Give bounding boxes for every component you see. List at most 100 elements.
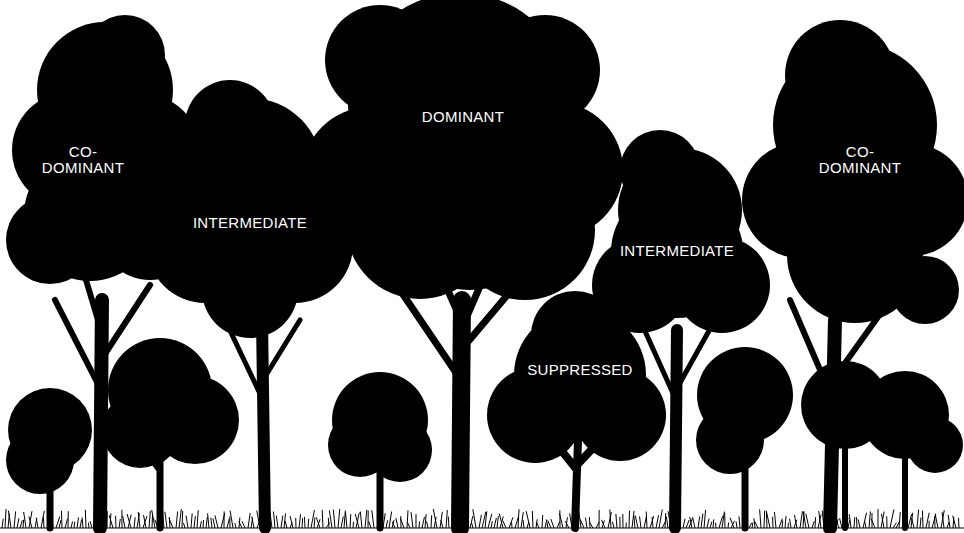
grass-blade xyxy=(472,523,473,528)
grass-blade xyxy=(5,509,6,528)
grass-blade xyxy=(523,520,525,528)
grass-blade xyxy=(646,512,648,528)
grass-blade xyxy=(104,516,106,528)
grass-blade xyxy=(551,519,554,528)
grass-blade xyxy=(788,523,789,528)
grass-blade xyxy=(95,523,96,528)
grass-blade xyxy=(59,520,61,528)
grass-blade xyxy=(752,523,754,528)
grass-blade xyxy=(912,518,914,528)
grass-blade xyxy=(123,516,125,528)
grass-blade xyxy=(127,514,131,528)
grass-blade xyxy=(590,522,593,528)
grass-blade xyxy=(96,519,98,528)
grass-blade xyxy=(672,522,674,528)
grass-blade xyxy=(689,518,693,528)
grass-blade xyxy=(389,511,392,528)
grass-blade xyxy=(570,513,572,528)
grass-blade xyxy=(503,521,506,528)
grass-blade xyxy=(401,518,404,528)
grass-blade xyxy=(947,522,949,528)
grass-blade xyxy=(422,517,424,528)
grass-blade xyxy=(224,511,225,528)
grass-blade xyxy=(149,511,150,528)
grass-blade xyxy=(886,516,887,528)
grass-blade xyxy=(85,510,87,528)
grass-blade xyxy=(565,521,569,528)
grass xyxy=(2,509,959,528)
tree-trunks xyxy=(0,240,964,528)
grass-blade xyxy=(812,521,814,528)
grass-blade xyxy=(612,522,614,528)
grass-blade xyxy=(463,521,467,528)
grass-blade xyxy=(121,510,122,528)
grass-blade xyxy=(454,513,455,528)
grass-blade xyxy=(341,516,343,528)
grass-blade xyxy=(629,511,631,528)
grass-blade xyxy=(448,516,450,528)
grass-blade xyxy=(602,520,605,528)
grass-blade xyxy=(722,512,724,528)
grass-blade xyxy=(206,517,207,528)
grass-blade xyxy=(252,516,254,528)
grass-blade xyxy=(674,511,677,528)
grass-blade xyxy=(941,510,944,528)
grass-blade xyxy=(458,516,459,528)
grass-blade xyxy=(316,517,320,528)
grass-blade xyxy=(88,523,90,528)
grass-blade xyxy=(369,521,371,528)
grass-blade xyxy=(634,516,635,528)
grass-blade xyxy=(659,510,662,528)
grass-blade xyxy=(109,515,113,528)
grass-blade xyxy=(368,511,369,528)
grass-blade xyxy=(958,518,959,528)
grass-blade xyxy=(29,511,32,528)
grass-blade xyxy=(353,522,354,528)
grass-blade xyxy=(616,514,617,528)
grass-blade xyxy=(585,518,587,528)
grass-blade xyxy=(407,522,410,528)
grass-blade xyxy=(36,518,38,528)
grass-blade xyxy=(65,519,68,528)
grass-blade xyxy=(276,516,278,528)
grass-blade xyxy=(690,517,692,528)
grass-blade xyxy=(360,511,362,528)
grass-blade xyxy=(372,510,374,528)
grass-blade xyxy=(183,523,185,528)
grass-blade xyxy=(926,513,929,528)
grass-blade xyxy=(902,514,905,528)
grass-blade xyxy=(230,511,233,528)
grass-blade xyxy=(521,512,523,528)
grass-blade xyxy=(350,514,352,528)
grass-blade xyxy=(754,518,755,528)
crown-class-text: CO- DOMINANT xyxy=(819,144,901,177)
grass-blade xyxy=(470,516,473,528)
grass-blade xyxy=(23,520,25,528)
grass-blade xyxy=(548,520,551,528)
grass-blade xyxy=(652,517,654,528)
grass-blade xyxy=(836,521,839,528)
grass-blade xyxy=(215,515,218,528)
grass-blade xyxy=(115,516,116,528)
grass-blade xyxy=(610,510,611,528)
grass-blade xyxy=(441,520,443,528)
grass-blade xyxy=(650,516,654,528)
grass-blade xyxy=(715,523,716,528)
crown-class-label: INTERMEDIATE xyxy=(620,243,734,260)
grass-blade xyxy=(760,509,761,528)
grass-blade xyxy=(836,519,838,528)
grass-blade xyxy=(518,509,519,528)
grass-blade xyxy=(383,513,385,528)
grass-blade xyxy=(229,516,230,528)
grass-blade xyxy=(431,515,433,528)
crown-class-text: DOMINANT xyxy=(422,109,504,126)
grass-blade xyxy=(100,520,102,528)
grass-blade xyxy=(869,511,870,528)
grass-blade xyxy=(211,518,212,528)
grass-blade xyxy=(934,516,935,528)
grass-blade xyxy=(386,520,388,528)
grass-blade xyxy=(736,521,738,528)
grass-blade xyxy=(285,521,287,528)
grass-blade xyxy=(619,517,620,528)
